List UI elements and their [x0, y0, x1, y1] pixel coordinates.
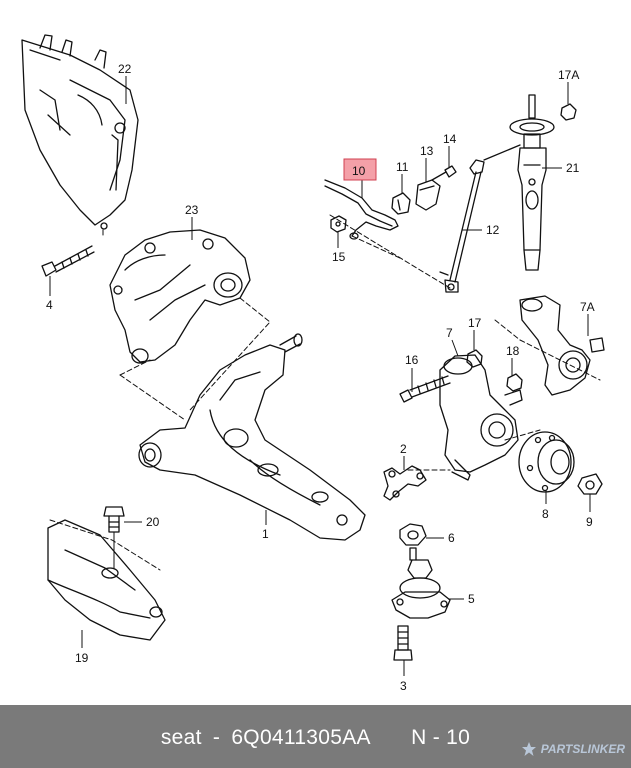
wheel-hub — [518, 431, 575, 493]
callout-7A[interactable]: 7A — [580, 300, 595, 314]
callout-15[interactable]: 15 — [332, 250, 346, 264]
clamp-plate — [383, 465, 427, 501]
nut-17A — [560, 103, 577, 121]
callout-6[interactable]: 6 — [448, 531, 455, 545]
nut-15 — [330, 215, 347, 233]
hub-bolt — [577, 473, 603, 495]
callout-14[interactable]: 14 — [443, 132, 457, 146]
nut-18 — [506, 373, 523, 392]
callout-2[interactable]: 2 — [400, 442, 407, 456]
watermark-text: PARTSLINKER — [540, 742, 625, 756]
heat-shield — [47, 519, 166, 641]
part-number[interactable]: 6Q0411305AA — [231, 726, 371, 749]
callout-20[interactable]: 20 — [146, 515, 160, 529]
watermark-logo: PARTSLINKER — [521, 741, 625, 757]
exploded-parts-diagram: 22 23 4 10 11 13 14 15 12 17A 21 7A 7 17… — [21, 34, 605, 693]
nut-6 — [399, 523, 427, 546]
star-icon — [521, 742, 536, 756]
highlight-box-10 — [343, 158, 377, 181]
callout-labels: 22 23 4 10 11 13 14 15 12 17A 21 7A 7 17… — [46, 62, 595, 693]
clamp-13 — [415, 179, 441, 211]
part-info-text: seat - 6Q0411305AA N - 10 — [0, 726, 631, 750]
diagram-position: N - 10 — [411, 726, 471, 749]
wheel-housing-7 — [439, 354, 523, 481]
nut-17 — [466, 349, 483, 368]
callout-8[interactable]: 8 — [542, 507, 549, 521]
part-info-bar: seat - 6Q0411305AA N - 10 PARTSLINKER — [0, 705, 631, 768]
bolt-4 — [41, 245, 95, 277]
callout-1[interactable]: 1 — [262, 527, 269, 541]
callout-13[interactable]: 13 — [420, 144, 434, 158]
callout-7[interactable]: 7 — [446, 326, 453, 340]
subframe-bracket — [21, 34, 139, 230]
stabilizer-bar — [324, 179, 399, 240]
callout-4[interactable]: 4 — [46, 298, 53, 312]
callout-17[interactable]: 17 — [468, 316, 482, 330]
wheel-housing-7A — [519, 295, 605, 396]
brand-separator: - — [212, 726, 221, 749]
ball-joint — [391, 547, 451, 619]
callout-11[interactable]: 11 — [396, 160, 409, 174]
callout-18[interactable]: 18 — [506, 344, 520, 358]
brand-name: seat — [160, 726, 202, 749]
bolt-20 — [103, 506, 125, 569]
callout-23[interactable]: 23 — [185, 203, 199, 217]
callout-9[interactable]: 9 — [586, 515, 593, 529]
callout-10[interactable]: 10 — [352, 164, 366, 178]
bolt-14 — [431, 165, 457, 181]
bolt-16 — [399, 375, 451, 403]
leader-lines — [49, 76, 591, 676]
callout-12[interactable]: 12 — [486, 223, 500, 237]
bushing-11 — [391, 192, 411, 215]
assembly-lines — [49, 214, 601, 571]
coupling-rod — [439, 144, 521, 293]
bearing-bracket — [109, 229, 251, 364]
suspension-strut — [509, 94, 555, 271]
callout-19[interactable]: 19 — [75, 651, 89, 665]
callout-21[interactable]: 21 — [566, 161, 580, 175]
bolt-3 — [393, 625, 413, 661]
control-arm — [138, 333, 366, 541]
callout-17A[interactable]: 17A — [558, 68, 579, 82]
callout-5[interactable]: 5 — [468, 592, 475, 606]
callout-16[interactable]: 16 — [405, 353, 419, 367]
callout-3[interactable]: 3 — [400, 679, 407, 693]
callout-22[interactable]: 22 — [118, 62, 132, 76]
